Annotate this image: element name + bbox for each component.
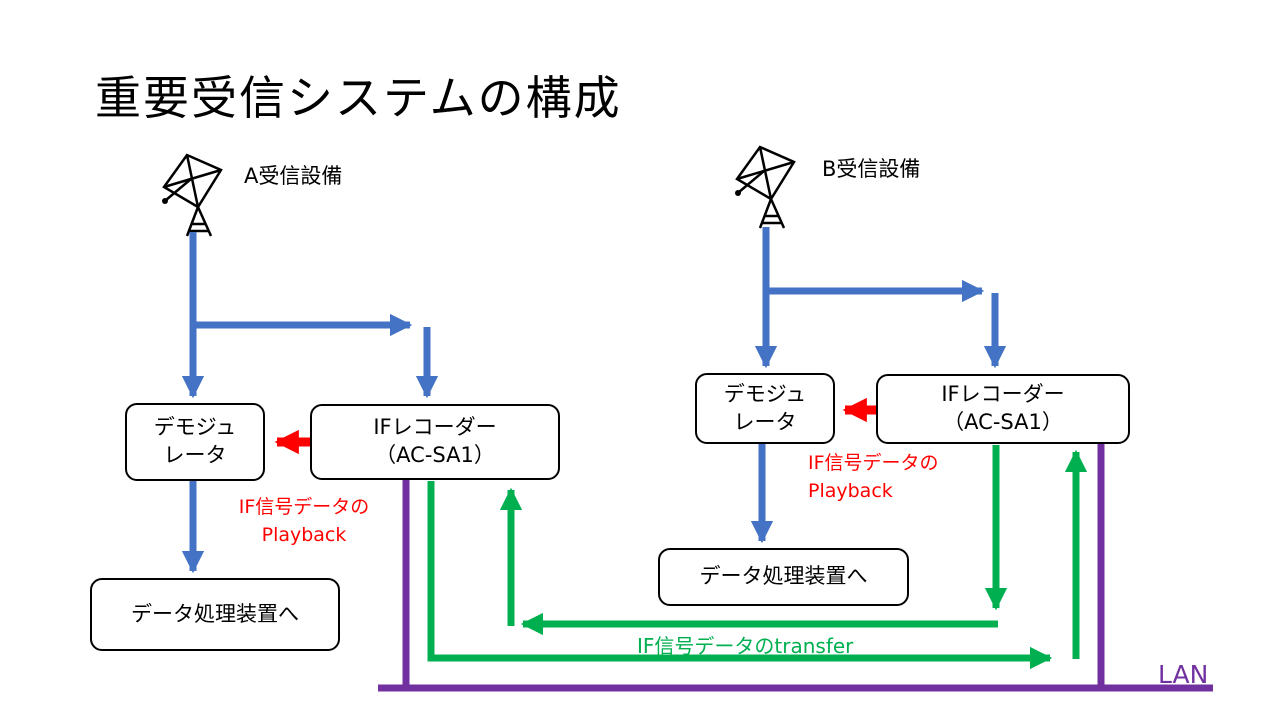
demodulator-b-box: デモジュ レータ [695, 373, 835, 444]
lan-label: LAN [1158, 660, 1209, 689]
playback-b-label: IF信号データの Playback [808, 452, 939, 502]
slide-title: 重要受信システムの構成 [95, 71, 622, 125]
green-transfer-a-to-b-arrow [427, 481, 1053, 670]
antenna-a-label: A受信設備 [244, 164, 343, 188]
satellite-dish-a-icon [160, 153, 223, 238]
demodulator-a-box: デモジュ レータ [125, 403, 265, 481]
playback-a-label: IF信号データの Playback [238, 496, 370, 546]
if-recorder-a-box: IFレコーダー （AC-SA1） [310, 404, 560, 480]
if-recorder-b-box: IFレコーダー （AC-SA1） [876, 374, 1130, 444]
satellite-dish-b-icon [733, 145, 796, 230]
transfer-label: IF信号データのtransfer [637, 634, 854, 658]
data-processor-b-box: データ処理装置へ [658, 548, 909, 606]
antenna-b-label: B受信設備 [822, 157, 921, 181]
data-processor-a-box: データ処理装置へ [90, 578, 340, 651]
